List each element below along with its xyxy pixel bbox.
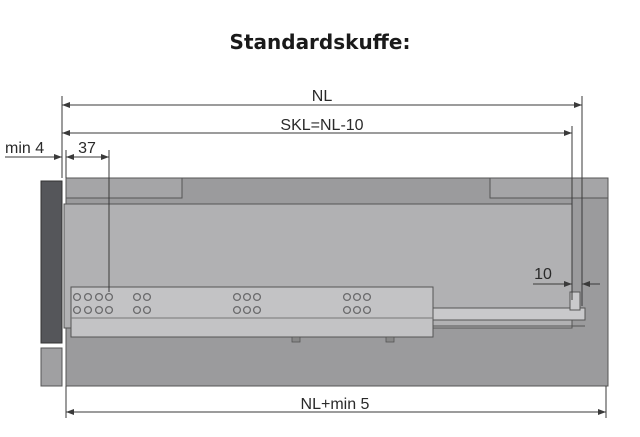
slide-rail-bottom	[432, 307, 586, 321]
slide-runner	[70, 286, 434, 338]
label-skl: SKL=NL-10	[280, 117, 363, 134]
label-min4: min 4	[5, 140, 44, 157]
cabinet-notch-right	[489, 177, 609, 199]
runner-tab-2	[385, 336, 395, 343]
dimension-arrowheads	[54, 102, 606, 415]
cabinet-notch-left	[65, 177, 183, 199]
rear-bracket	[569, 291, 581, 311]
dimension-lines	[5, 96, 607, 418]
drawer-front-panel	[40, 180, 63, 344]
runner-tab-1	[291, 336, 301, 343]
mounting-holes	[72, 292, 372, 315]
label-nl: NL	[312, 88, 333, 105]
label-10: 10	[534, 266, 552, 283]
label-37: 37	[78, 140, 96, 157]
drawer-front-lower	[40, 347, 63, 387]
label-nl-min5: NL+min 5	[301, 396, 370, 413]
diagram-title: Standardskuffe:	[229, 30, 411, 54]
